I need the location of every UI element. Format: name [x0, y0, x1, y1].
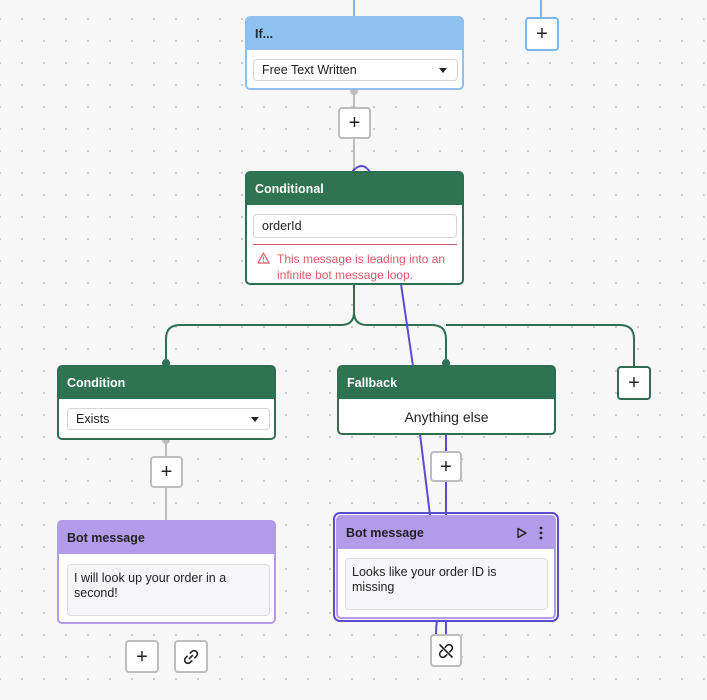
connector-dot [442, 359, 450, 367]
play-icon[interactable] [516, 527, 528, 539]
plus-icon: + [136, 645, 148, 668]
loop-warning-text: This message is leading into an infinite… [277, 252, 446, 282]
trigger-select[interactable]: Free Text Written [253, 59, 458, 81]
plus-icon: + [536, 23, 548, 45]
add-node-button[interactable]: + [525, 17, 559, 51]
more-vertical-icon[interactable] [538, 526, 544, 540]
add-branch-button[interactable]: + [617, 366, 651, 400]
plus-icon: + [628, 372, 640, 394]
variable-input-value: orderId [262, 219, 302, 233]
bot-message-text[interactable]: I will look up your order in a second! [67, 564, 270, 616]
fallback-node-title: Fallback [339, 367, 554, 399]
bot-message-text[interactable]: Looks like your order ID is missing [345, 558, 548, 610]
unlink-button[interactable] [430, 634, 462, 667]
conditional-node-title: Conditional [247, 173, 462, 205]
condition-node[interactable]: Condition Exists [57, 365, 276, 440]
trigger-select-value: Free Text Written [262, 63, 357, 77]
if-node[interactable]: If... Free Text Written [245, 16, 464, 90]
bot-message-title: Bot message [59, 522, 274, 554]
plus-icon: + [348, 112, 361, 134]
caret-down-icon [251, 417, 259, 422]
error-divider [253, 244, 457, 245]
variable-input[interactable]: orderId [253, 214, 457, 238]
connector-dot [350, 87, 358, 95]
bot-message-title: Bot message [338, 517, 554, 549]
condition-node-title: Condition [59, 367, 274, 399]
conditional-node[interactable]: Conditional orderId This message is lead… [245, 171, 464, 285]
plus-icon: + [440, 455, 452, 478]
if-node-title: If... [247, 18, 462, 50]
warning-triangle-icon [257, 252, 270, 264]
selection-outline [333, 512, 559, 622]
link-icon [183, 649, 199, 664]
connector-dot [162, 436, 170, 444]
link-button[interactable] [174, 640, 208, 673]
condition-select[interactable]: Exists [67, 408, 270, 430]
condition-select-value: Exists [76, 412, 110, 426]
connector-dot [162, 359, 170, 367]
bot-message-node-selected[interactable]: Bot message Looks like your order ID is … [336, 515, 556, 619]
add-step-button[interactable]: + [150, 456, 183, 488]
plus-icon: + [160, 461, 173, 483]
caret-down-icon [439, 68, 447, 73]
add-step-button[interactable]: + [430, 451, 462, 482]
unlink-icon [438, 643, 454, 658]
add-step-button[interactable]: + [125, 640, 159, 673]
fallback-node[interactable]: Fallback Anything else [337, 365, 556, 435]
add-step-button[interactable]: + [338, 107, 371, 139]
fallback-text: Anything else [404, 409, 489, 425]
bot-message-node[interactable]: Bot message I will look up your order in… [57, 520, 276, 624]
